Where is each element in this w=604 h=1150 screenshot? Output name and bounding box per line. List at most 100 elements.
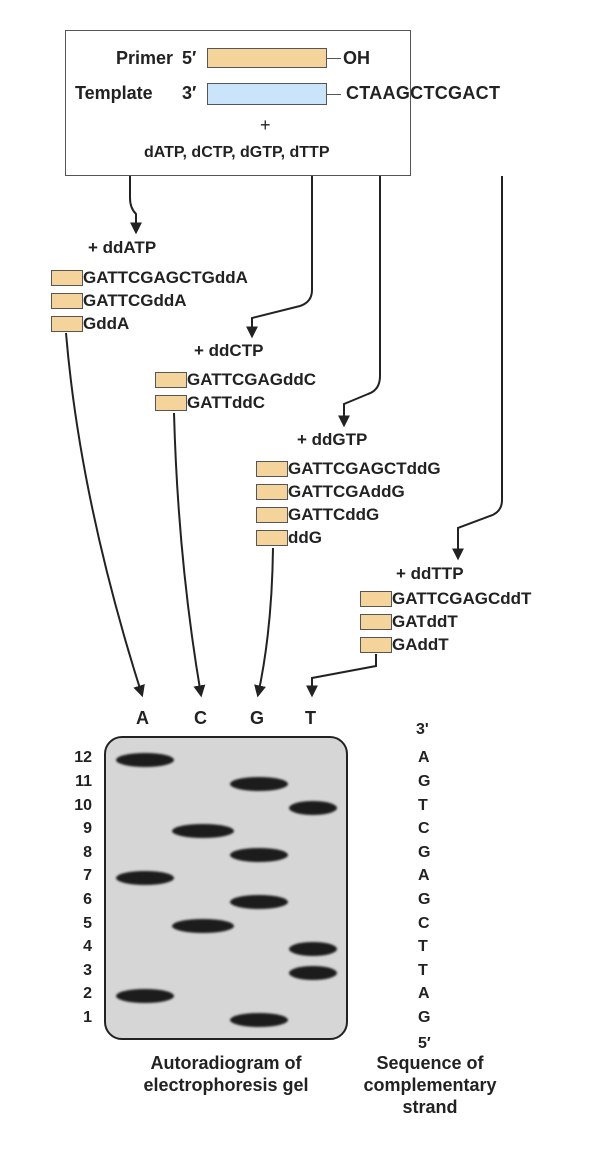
arrow-lane-a (65, 332, 145, 698)
fragment: GAddT (392, 635, 449, 654)
fragment: GATddT (392, 612, 458, 631)
primer-block (360, 591, 392, 607)
primer-block (256, 484, 288, 500)
complementary-base: A (418, 867, 430, 885)
primer-block (256, 461, 288, 477)
row-number: 4 (83, 938, 92, 956)
primer-bar (207, 48, 327, 68)
gel-band-t (289, 965, 337, 980)
complementary-base: A (418, 985, 430, 1003)
fragment: GATTCGAGCddT (392, 589, 532, 608)
primer-label: Primer (116, 48, 174, 68)
gel-band-a (116, 753, 174, 768)
lane-label-a: A (136, 708, 149, 728)
arrow-to-ddgtp (338, 176, 381, 428)
row-number: 10 (74, 796, 92, 814)
fragment: GATTddC (187, 393, 266, 412)
lane-label-g: G (250, 708, 265, 728)
arrow-lane-t (306, 654, 377, 698)
electrophoresis-gel (104, 736, 348, 1040)
fragment: GATTCGddA (83, 291, 187, 310)
row-number: 11 (75, 773, 92, 790)
complementary-caption: Sequence of complementary strand (340, 1052, 520, 1118)
primer-block (360, 614, 392, 630)
gel-band-c (172, 824, 234, 839)
complementary-base: G (418, 891, 431, 908)
primer-block (51, 316, 83, 332)
gel-caption-line: Autoradiogram of (150, 1053, 302, 1073)
primer-block (256, 507, 288, 523)
gel-band-g (230, 895, 288, 909)
primer-block (360, 637, 392, 653)
lane-label-t: T (305, 708, 316, 728)
arrow-to-ddatp (129, 176, 142, 235)
fragment: GATTCGAGCTGddA (83, 268, 248, 287)
complementary-base: C (418, 820, 430, 838)
ddctp-label: + ddCTP (194, 341, 264, 360)
fragment: GATTCGAGCTddG (288, 459, 441, 478)
row-number: 5 (83, 914, 92, 932)
template-bar (207, 83, 327, 105)
complementary-base: T (418, 938, 428, 956)
primer-oh-end: OH (343, 48, 370, 68)
arrow-lane-c (173, 412, 206, 698)
row-number: 12 (74, 749, 92, 767)
gel-band-g (230, 1013, 288, 1027)
primer-connector (327, 58, 341, 59)
gel-band-t (289, 942, 337, 957)
complementary-base: C (418, 914, 430, 932)
fragment: GATTCGAddG (288, 482, 405, 501)
arrow-to-ddctp (246, 176, 313, 339)
complementary-base: G (418, 1009, 431, 1026)
complementary-caption-line: strand (402, 1097, 458, 1117)
gel-band-g (230, 777, 288, 791)
primer-block (155, 372, 187, 388)
lane-label-c: C (194, 708, 207, 728)
row-number: 7 (83, 867, 92, 885)
fragment: GATTCGAGddC (187, 370, 317, 389)
arrow-lane-g (254, 547, 274, 698)
ddatp-label: + ddATP (88, 238, 157, 257)
arrow-to-ddttp (452, 176, 503, 561)
template-connector (327, 94, 341, 95)
row-number: 8 (83, 843, 92, 861)
template-3-prime-end: 3′ (182, 83, 197, 103)
strand-5-prime-end: 5′ (418, 1035, 431, 1052)
primer-block (256, 530, 288, 546)
fragment: ddG (288, 528, 322, 547)
complementary-base: G (418, 843, 431, 861)
primer-block (51, 270, 83, 286)
reaction-box: Primer 5′ OH Template 3′ CTAAGCTCGACT + … (65, 30, 500, 176)
fragment: GATTCddG (288, 505, 380, 524)
complementary-caption-line: Sequence of (376, 1053, 484, 1073)
primer-block (155, 395, 187, 411)
row-number: 6 (83, 891, 92, 908)
gel-caption: Autoradiogram of electrophoresis gel (116, 1052, 336, 1096)
row-number: 1 (83, 1009, 92, 1026)
complementary-base: T (418, 961, 428, 979)
gel-band-a (116, 989, 174, 1004)
dntp-list: dATP, dCTP, dGTP, dTTP (144, 144, 330, 161)
primer-5-prime-end: 5′ (182, 48, 197, 68)
fragment: GddA (83, 314, 130, 333)
complementary-base: G (418, 773, 431, 790)
ddgtp-label: + ddGTP (297, 430, 368, 449)
gel-caption-line: electrophoresis gel (143, 1075, 309, 1095)
gel-band-c (172, 918, 234, 933)
gel-band-g (230, 847, 288, 862)
row-number: 3 (83, 961, 92, 979)
gel-band-a (116, 871, 174, 886)
row-number: 9 (83, 820, 92, 838)
row-number: 2 (83, 985, 92, 1003)
strand-3-prime-end: 3' (416, 721, 429, 738)
complementary-caption-line: complementary (363, 1075, 497, 1095)
complementary-base: T (418, 796, 428, 814)
primer-block (51, 293, 83, 309)
gel-band-t (289, 800, 337, 815)
template-label: Template (75, 83, 153, 103)
ddttp-label: + ddTTP (396, 564, 464, 583)
complementary-base: A (418, 749, 430, 767)
plus-sign: + (260, 115, 271, 135)
template-sequence: CTAAGCTCGACT (346, 83, 501, 103)
